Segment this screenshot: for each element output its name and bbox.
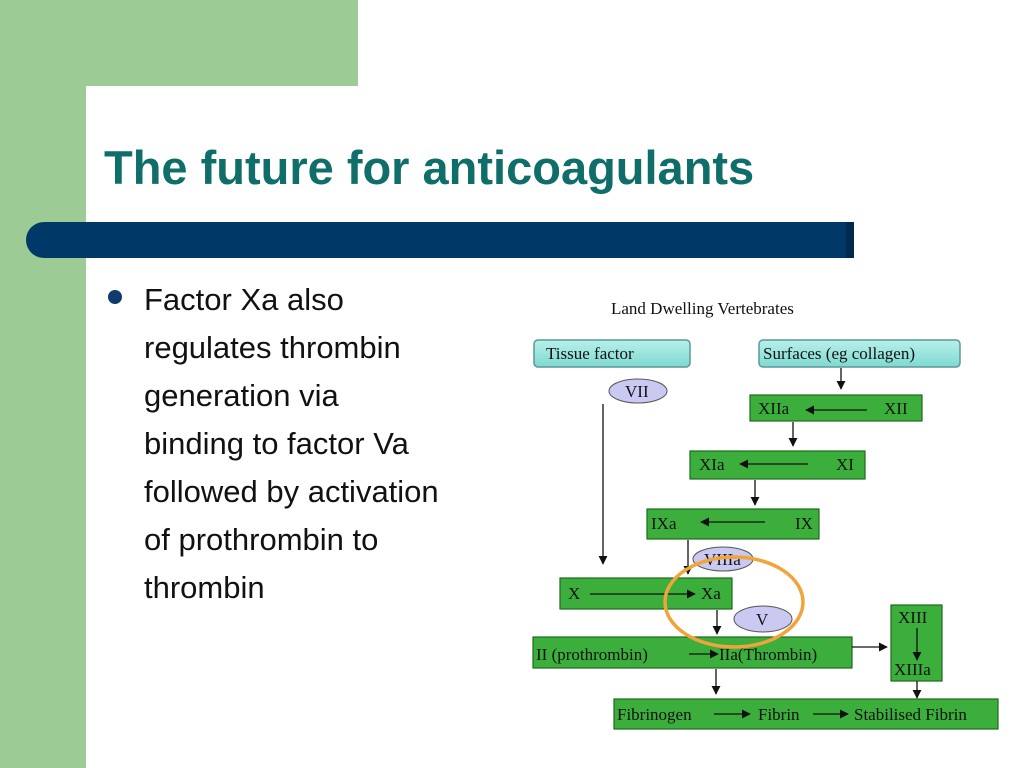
background-green-left: [0, 0, 86, 768]
prothrombin-label: II (prothrombin): [536, 645, 648, 664]
factor-vii-label: VII: [625, 382, 649, 401]
tissue-factor-label: Tissue factor: [546, 344, 634, 363]
xiia-label: XIIa: [758, 399, 790, 418]
stabilised-fibrin-label: Stabilised Fibrin: [854, 705, 967, 724]
xii-label: XII: [884, 399, 908, 418]
title-underline-bar: [26, 222, 852, 258]
xia-label: XIa: [699, 455, 725, 474]
fibrin-box: [613, 698, 999, 730]
bullet-line: followed by activation: [144, 474, 439, 509]
factor-vii-ellipse: [608, 378, 668, 404]
ixa-label: IXa: [651, 514, 677, 533]
xiiia-label: XIIIa: [894, 660, 931, 679]
xii-box: [749, 394, 923, 422]
tissue-factor-box: [533, 339, 691, 368]
bullet-line: binding to factor Va: [144, 426, 409, 461]
surfaces-box: [758, 339, 961, 368]
title-bar-end: [846, 222, 854, 258]
ix-label: IX: [795, 514, 813, 533]
bullet-line: of prothrombin to: [144, 522, 379, 557]
prothrombin-box: [532, 636, 853, 669]
fibrin-label: Fibrin: [758, 705, 800, 724]
slide-title: The future for anticoagulants: [104, 141, 755, 194]
viiia-label: VIIIa: [704, 550, 741, 569]
thrombin-label: IIa(Thrombin): [719, 645, 817, 664]
xa-label: Xa: [701, 584, 721, 603]
bullet-dot: [108, 290, 122, 304]
factor-v-ellipse: [733, 605, 793, 633]
xi-box: [689, 450, 866, 480]
bullet-line: generation via: [144, 378, 339, 413]
x-label: X: [568, 584, 580, 603]
diagram-heading: Land Dwelling Vertebrates: [611, 299, 794, 318]
xiii-label: XIII: [898, 608, 928, 627]
bullet-text: Factor Xa also regulates thrombin genera…: [144, 276, 536, 612]
bullet-line: Factor Xa also: [144, 282, 344, 317]
v-label: V: [756, 610, 769, 629]
ix-box: [646, 508, 820, 540]
xi-label: XI: [836, 455, 854, 474]
bullet-line: thrombin: [144, 570, 265, 605]
fibrinogen-label: Fibrinogen: [617, 705, 692, 724]
highlight-circle: [663, 555, 805, 649]
bullet-line: regulates thrombin: [144, 330, 401, 365]
x-box: [559, 577, 733, 610]
surfaces-label: Surfaces (eg collagen): [763, 344, 915, 363]
